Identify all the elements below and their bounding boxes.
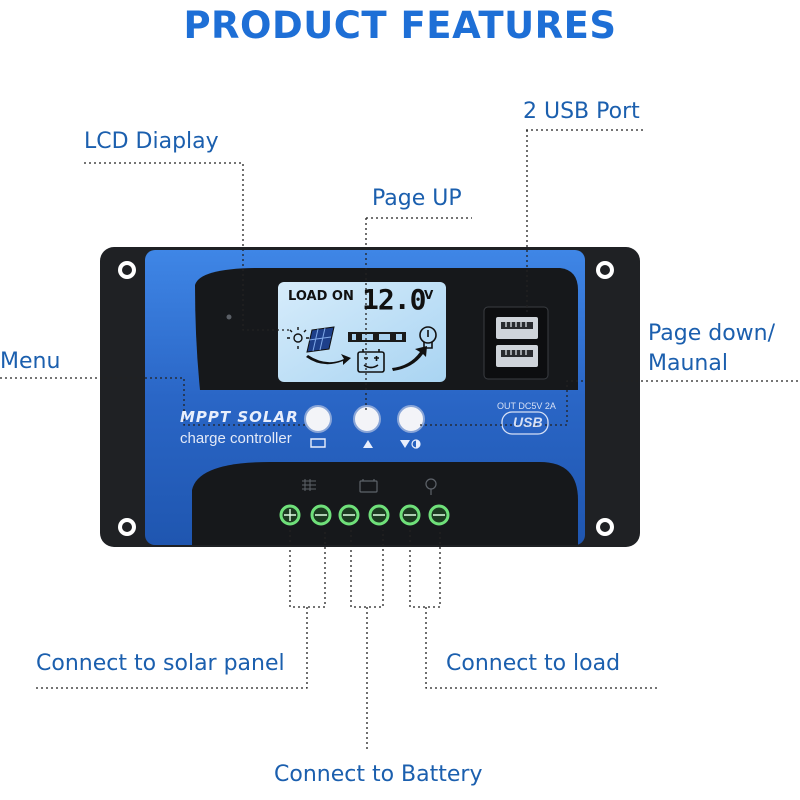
usb-spec-text: OUT DC5V 2A <box>497 401 556 411</box>
page-down-label-line2: Maunal <box>648 351 728 376</box>
page-up-label: Page UP <box>372 186 462 211</box>
usb-port-label: 2 USB Port <box>523 99 640 124</box>
load-label: Connect to load <box>446 651 621 676</box>
lcd-value: 12.0 <box>362 283 426 316</box>
menu-label: Menu <box>0 349 61 374</box>
lcd-unit: V <box>424 288 434 302</box>
menu-button <box>304 405 332 433</box>
lcd-status: LOAD ON <box>288 289 354 304</box>
page-down-button <box>397 405 425 433</box>
bulb-icon <box>419 326 437 349</box>
page-title: PRODUCT FEATURES <box>183 4 617 47</box>
mount-hole <box>600 522 610 532</box>
bulb-mini-icon <box>425 478 437 495</box>
arrow-left-icon <box>306 354 351 365</box>
brand-text: MPPT SOLAR <box>180 408 299 426</box>
usb-port <box>496 317 538 339</box>
load-bar-icon <box>348 332 406 342</box>
lcd-display-label: LCD Diaplay <box>84 129 219 154</box>
down-triangle-icon <box>400 440 410 448</box>
menu-symbol-icon <box>310 438 326 448</box>
terminal-screws <box>279 504 450 526</box>
arrow-right-icon <box>392 346 427 371</box>
battery-mini-icon <box>359 479 378 493</box>
sun-icon <box>287 327 309 349</box>
leader-lines <box>0 129 798 752</box>
page-up-button <box>353 405 381 433</box>
mount-hole <box>122 522 132 532</box>
subtitle-text: charge controller <box>180 430 292 447</box>
solar-panel-label: Connect to solar panel <box>36 651 285 676</box>
usb-logo-box <box>501 411 549 435</box>
mount-hole <box>600 265 610 275</box>
up-triangle-icon <box>363 440 373 448</box>
battery-label: Connect to Battery <box>274 762 483 787</box>
page-down-label-line1: Page down/ <box>648 321 776 346</box>
terminal-panel <box>192 462 578 545</box>
usb-port <box>496 345 538 367</box>
usb-logo-text: USB <box>513 414 543 430</box>
mount-hole <box>122 265 132 275</box>
solar-panel-icon <box>306 326 335 353</box>
solar-mini-icon <box>302 479 316 491</box>
